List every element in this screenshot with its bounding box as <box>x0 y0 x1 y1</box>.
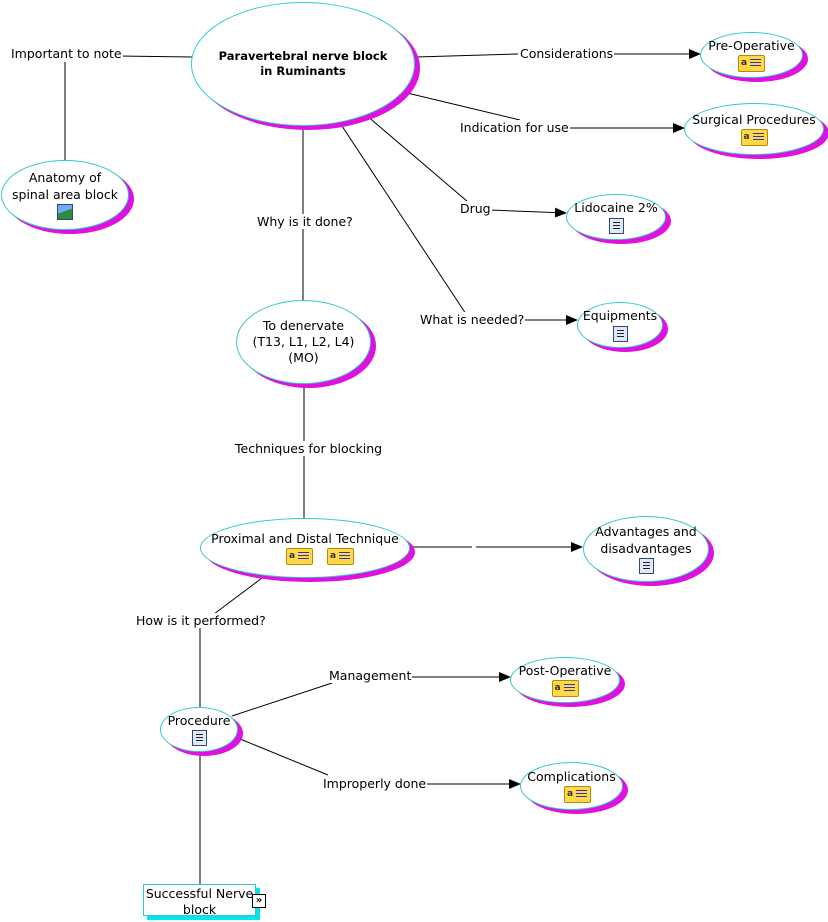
successful-block-label: Successful Nerve block <box>145 886 254 917</box>
link-procedure-management <box>231 682 333 717</box>
node-surgical-procedures[interactable]: Surgical Procedures <box>684 103 824 155</box>
link-label-important: Important to note <box>10 46 123 61</box>
node-advantages[interactable]: Advantages and disadvantages <box>583 516 709 582</box>
arrow-drug-lidocaine <box>489 207 567 218</box>
node-denervate[interactable]: To denervate (T13, L1, L2, L4) (MO) <box>236 300 371 384</box>
node-post-operative[interactable]: Post-Operative <box>510 657 620 703</box>
link-label-needed: What is needed? <box>419 312 526 327</box>
link-label-indication: Indication for use <box>459 120 570 135</box>
document-icon[interactable] <box>638 557 654 574</box>
node-procedure[interactable]: Procedure <box>160 707 238 752</box>
note-icon[interactable] <box>564 786 591 804</box>
complications-label: Complications <box>527 768 616 784</box>
link-root-important <box>119 55 193 58</box>
node-root[interactable]: Paravertebral nerve block in Ruminants <box>191 2 415 126</box>
image-icon[interactable] <box>57 203 73 220</box>
advantages-label: Advantages and disadvantages <box>595 524 697 556</box>
node-lidocaine[interactable]: Lidocaine 2% <box>566 194 666 240</box>
anatomy-label: Anatomy of spinal area block <box>12 170 118 202</box>
node-successful-block[interactable]: Successful Nerve block <box>143 884 256 917</box>
link-label-why: Why is it done? <box>256 214 354 229</box>
post-operative-label: Post-Operative <box>518 662 612 678</box>
note-icon[interactable] <box>551 680 579 698</box>
node-equipments[interactable]: Equipments <box>577 302 663 348</box>
node-proximal-distal[interactable]: Proximal and Distal Technique <box>200 518 410 578</box>
pre-operative-label: Pre-Operative <box>708 37 795 53</box>
expand-icon[interactable]: » <box>252 894 266 908</box>
link-proximal-how <box>213 577 263 615</box>
link-label-improperly: Improperly done <box>322 776 428 791</box>
document-icon[interactable] <box>191 730 207 747</box>
link-root-needed <box>339 122 467 315</box>
node-pre-operative[interactable]: Pre-Operative <box>700 32 803 78</box>
link-label-techniques: Techniques for blocking <box>234 441 384 456</box>
node-complications[interactable]: Complications <box>520 762 623 810</box>
lidocaine-label: Lidocaine 2% <box>574 200 658 216</box>
equipments-label: Equipments <box>582 308 658 324</box>
link-label-considerations: Considerations <box>519 46 615 61</box>
proximal-distal-label: Proximal and Distal Technique <box>211 530 399 546</box>
link-root-considerations <box>415 53 519 58</box>
link-label-drug: Drug <box>459 201 492 216</box>
note-icon[interactable] <box>740 129 768 147</box>
link-root-indication <box>402 91 521 121</box>
surgical-procedures-label: Surgical Procedures <box>692 111 816 127</box>
note-icon[interactable] <box>286 548 313 566</box>
link-root-drug <box>365 114 469 203</box>
denervate-label: To denervate (T13, L1, L2, L4) (MO) <box>252 317 355 366</box>
note-icon[interactable] <box>738 55 765 73</box>
node-anatomy[interactable]: Anatomy of spinal area block <box>1 160 129 230</box>
link-label-how: How is it performed? <box>135 613 267 628</box>
document-icon[interactable] <box>612 325 628 342</box>
root-title: Paravertebral nerve block in Ruminants <box>218 49 388 78</box>
procedure-label: Procedure <box>167 712 231 728</box>
note-icon[interactable] <box>327 548 354 566</box>
link-label-management: Management <box>328 668 413 683</box>
document-icon[interactable] <box>608 217 624 234</box>
link-procedure-improperly <box>239 738 329 776</box>
